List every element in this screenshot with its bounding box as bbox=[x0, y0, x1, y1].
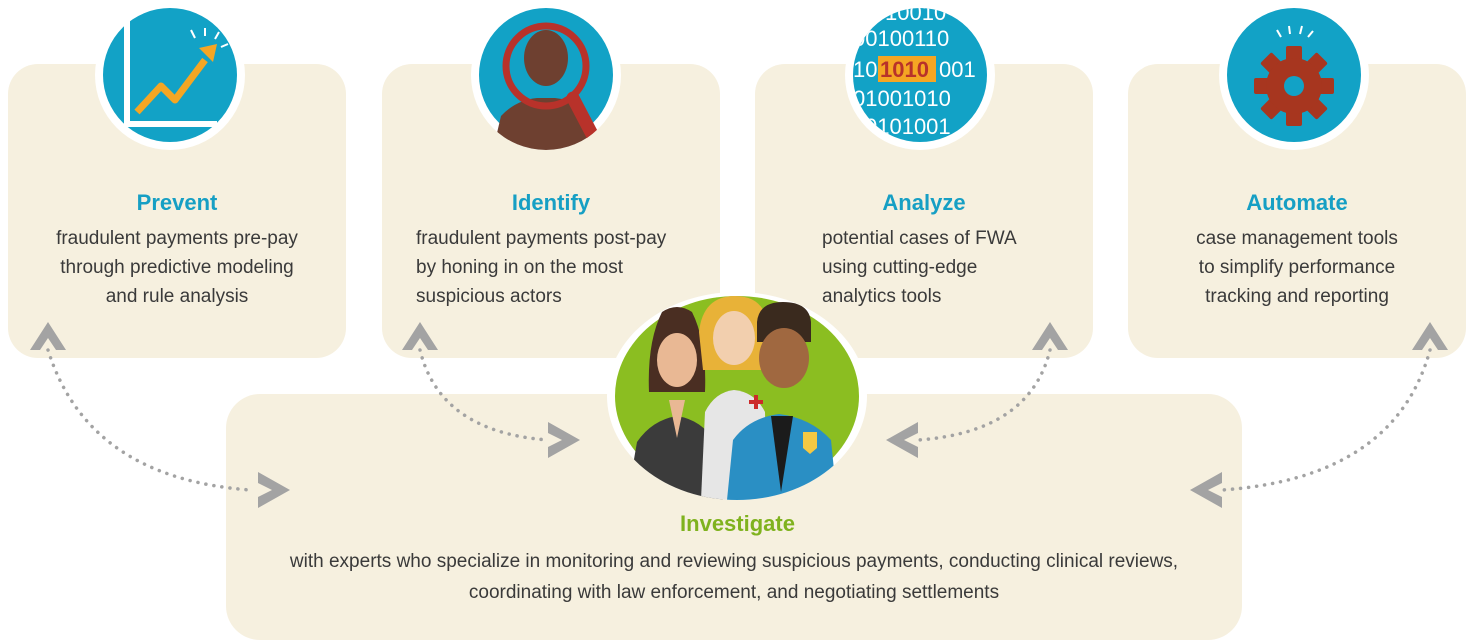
identify-description: fraudulent payments post-pay by honing i… bbox=[416, 228, 667, 307]
analyze-description: potential cases of FWA using cutting-edg… bbox=[822, 228, 1017, 307]
connector-prevent bbox=[46, 348, 252, 492]
right-chevron-icon bbox=[548, 422, 580, 458]
left-chevron-icon bbox=[1190, 472, 1222, 508]
right-chevron-icon bbox=[258, 472, 290, 508]
prevent-title: Prevent bbox=[136, 190, 218, 215]
automate-description: case management tools to simplify perfor… bbox=[1196, 228, 1398, 307]
up-chevron-icon bbox=[402, 322, 438, 350]
connector-identify bbox=[418, 348, 550, 442]
analyze-title: Analyze bbox=[882, 190, 966, 215]
growth-chart-icon bbox=[95, 0, 245, 150]
connector-automate bbox=[1220, 348, 1432, 492]
investigate-title: Investigate bbox=[680, 511, 795, 536]
investigate-description: with experts who specialize in monitorin… bbox=[289, 551, 1179, 603]
svg-text:1010: 1010 bbox=[880, 57, 929, 82]
svg-text:10: 10 bbox=[853, 57, 877, 82]
svg-text:10010: 10010 bbox=[885, 0, 946, 25]
investigators-team-icon bbox=[607, 292, 867, 500]
identify-title: Identify bbox=[511, 190, 591, 215]
svg-text:10100: 10100 bbox=[895, 140, 956, 150]
left-chevron-icon bbox=[886, 422, 918, 458]
automate-title: Automate bbox=[1246, 190, 1348, 215]
prevent-description: fraudulent payments pre-pay through pred… bbox=[56, 228, 298, 307]
svg-text:001: 001 bbox=[939, 57, 976, 82]
up-chevron-icon bbox=[1032, 322, 1068, 350]
svg-text:01001010: 01001010 bbox=[853, 86, 951, 111]
magnifier-suspect-icon bbox=[471, 0, 621, 150]
up-chevron-icon bbox=[30, 322, 66, 350]
up-chevron-icon bbox=[1412, 322, 1448, 350]
connector-analyze bbox=[916, 348, 1052, 442]
gear-icon bbox=[1219, 0, 1369, 150]
binary-data-icon: 10010 00100110 10 1010 001 01001010 0101… bbox=[845, 0, 995, 150]
